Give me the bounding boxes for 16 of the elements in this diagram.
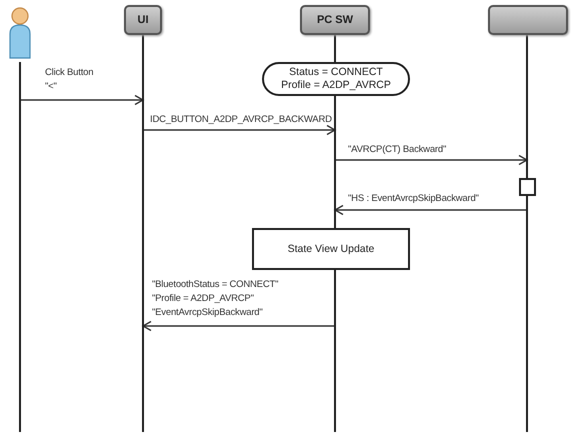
message-arrow (334, 204, 527, 216)
process-box: State View Update (252, 228, 410, 270)
message-label: "AVRCP(CT) Backward" (348, 143, 448, 157)
node-text: Status = CONNECT (289, 66, 383, 79)
participant-box: PC SW (300, 5, 370, 35)
message-arrow (20, 94, 144, 106)
state-box (262, 62, 410, 96)
participant-box: UI (124, 5, 162, 35)
message-arrow (143, 124, 336, 136)
message-label: Click Button "<" (45, 66, 94, 94)
message-label: "BluetoothStatus = CONNECT" "Profile = A2DP_AVRCP" "EventAvrcpSkipBackward" (152, 278, 280, 320)
message-arrow (335, 154, 528, 166)
message-label: IDC_BUTTON_A2DP_AVRCP_BACKWARD (150, 113, 333, 127)
message-arrow (142, 320, 335, 332)
message-label: "HS : EventAvrcpSkipBackward" (348, 192, 480, 206)
node-text: Profile = A2DP_AVRCP (281, 79, 391, 92)
